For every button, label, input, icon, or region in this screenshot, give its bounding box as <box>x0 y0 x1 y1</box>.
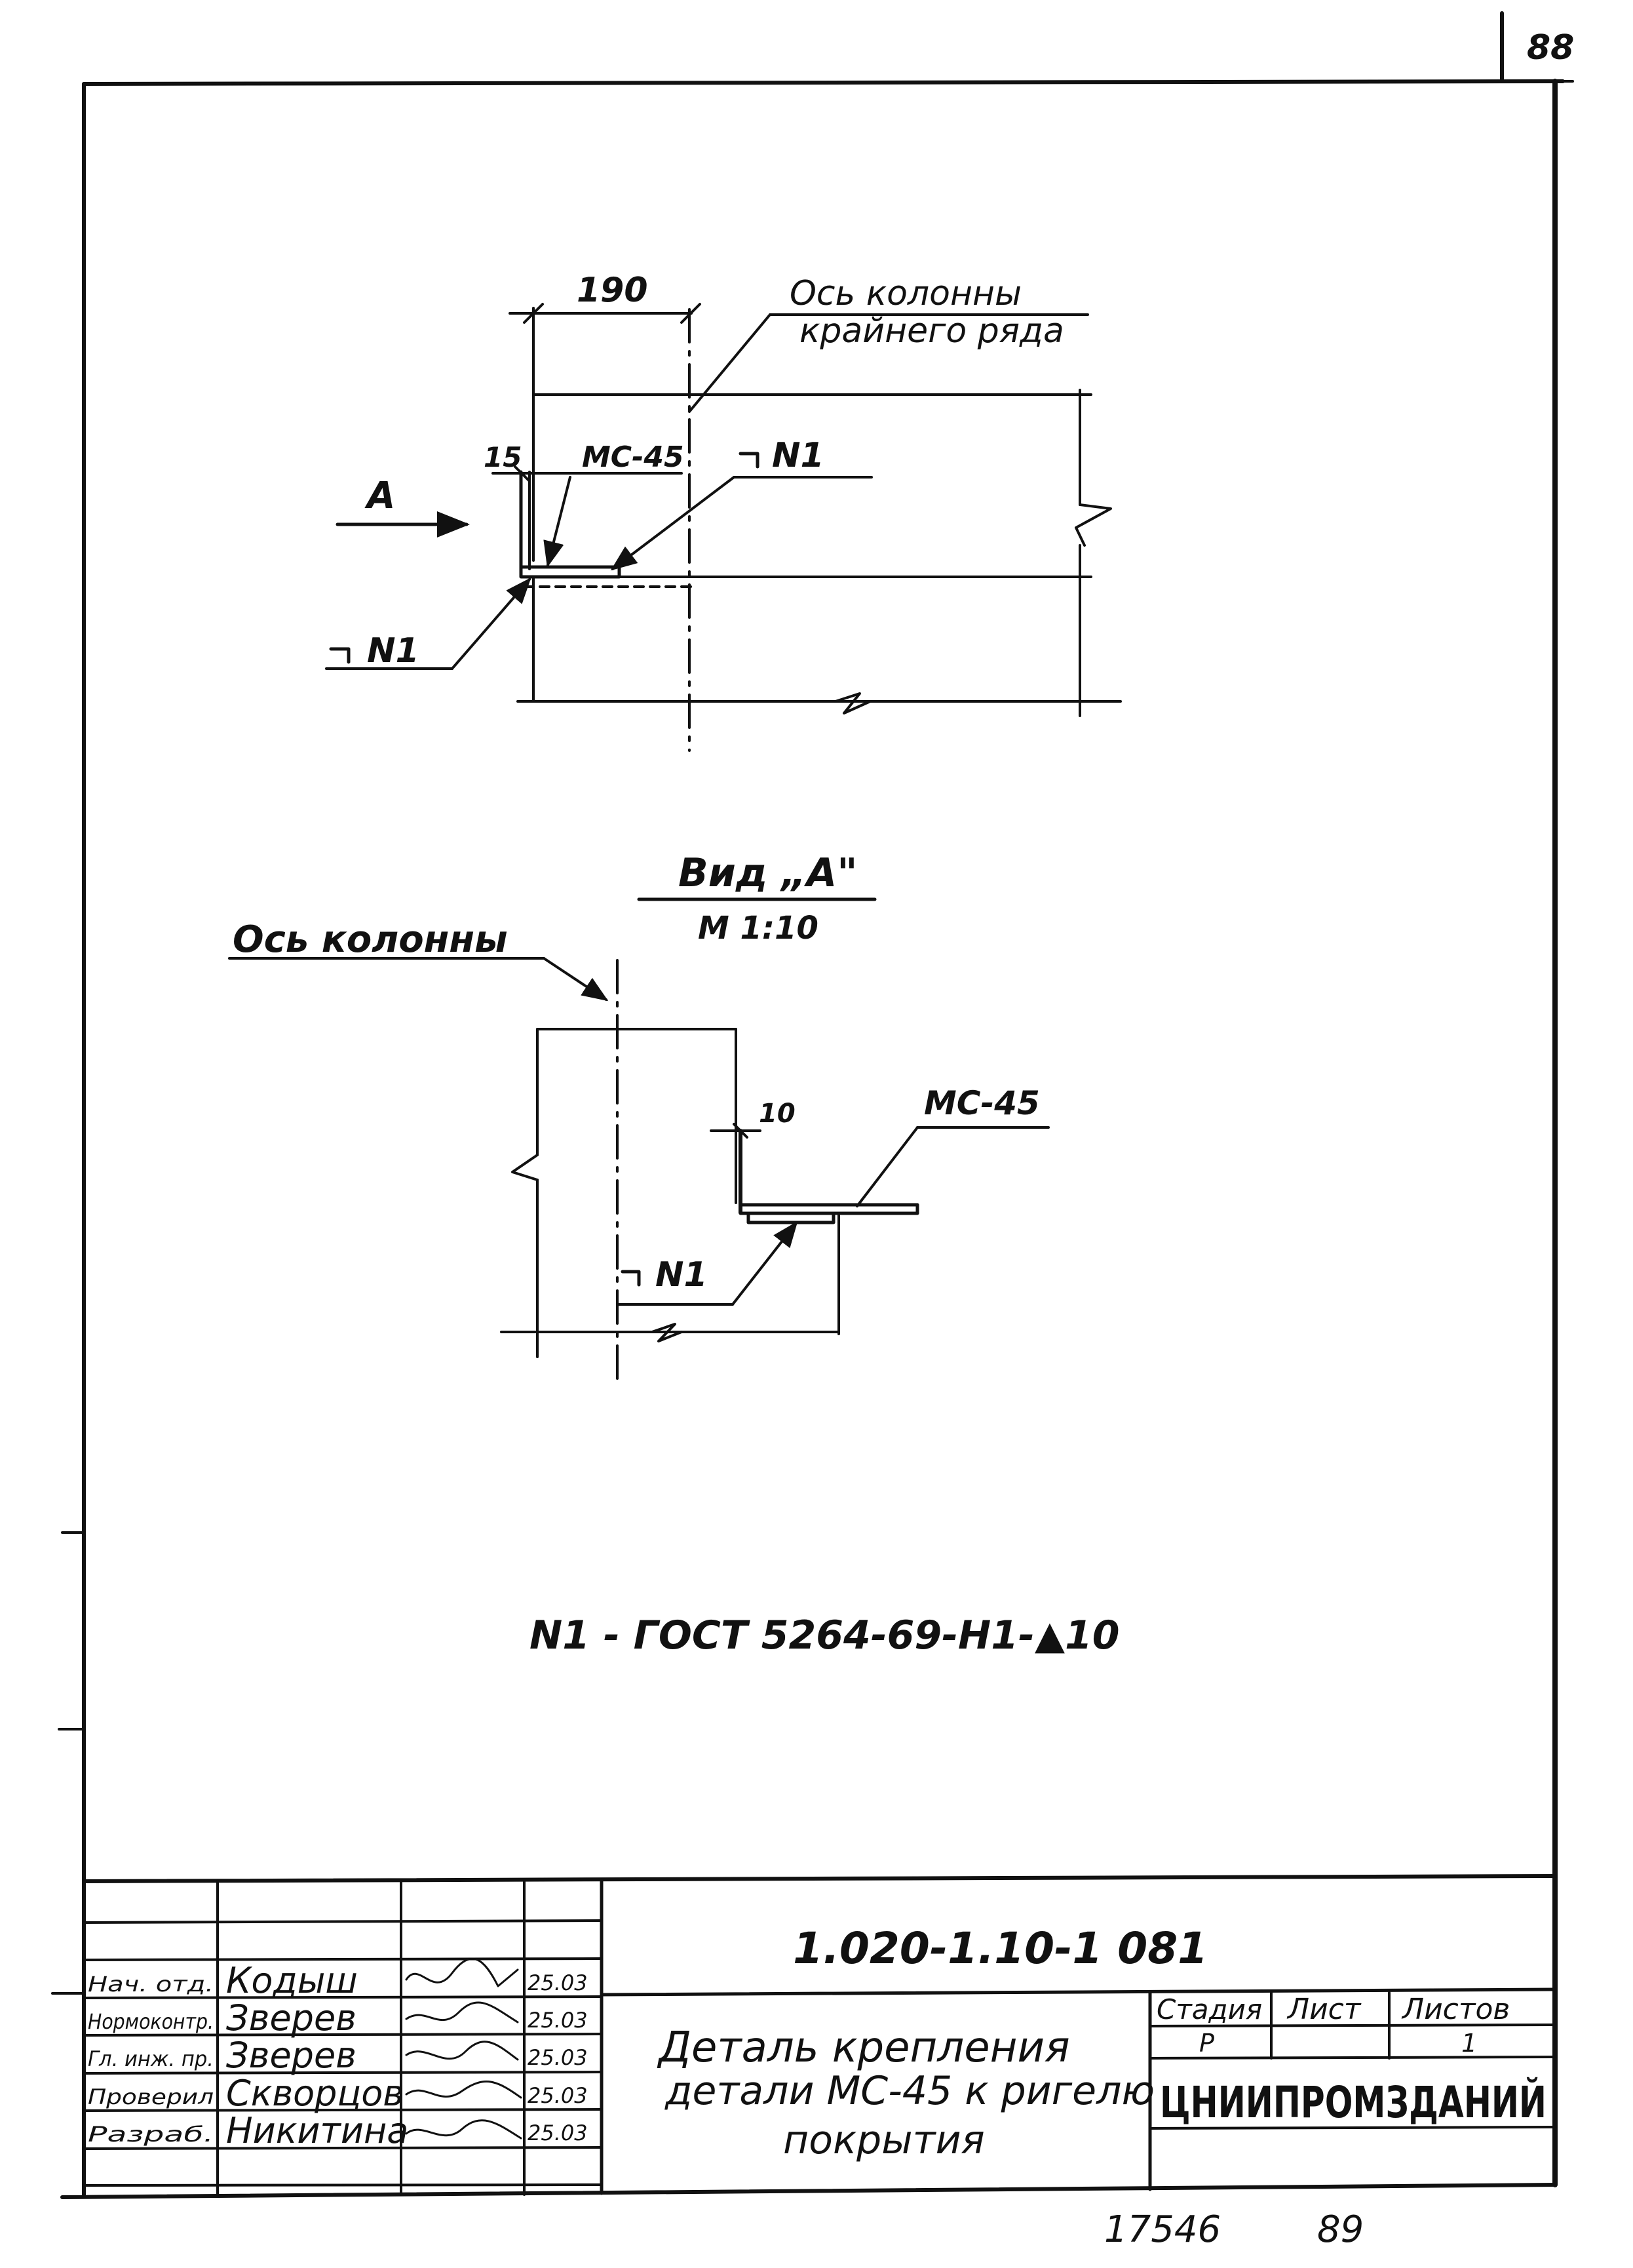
signer-date: 25.03 <box>528 2008 588 2033</box>
plan-axis-label-line2: крайнего ряда <box>799 311 1064 351</box>
section-title: Вид „А" <box>678 850 857 896</box>
signer-row: Нормоконтр. Зверев 25.03 <box>88 1997 588 2039</box>
signer-role: Гл. инж. пр. <box>88 2046 214 2071</box>
signer-role: Нач. отд. <box>88 1972 214 1997</box>
drawing-title-line1: Деталь крепления <box>657 2024 1070 2072</box>
signature-scribble <box>405 1957 519 1987</box>
stage-value: Р <box>1199 2029 1214 2058</box>
signer-date: 25.03 <box>528 2121 588 2145</box>
drawing-title-line2: детали МС-45 к ригелю <box>664 2068 1155 2114</box>
signer-name: Зверев <box>226 1997 356 2039</box>
plan-part-label: МС-45 <box>582 440 684 474</box>
sheet-frame <box>51 11 1574 2199</box>
section-angle-label: N1 <box>621 1255 708 1295</box>
signer-date: 25.03 <box>528 1970 588 1995</box>
plan-dim-width: 190 <box>577 271 648 310</box>
signer-row: Разраб. Никитина 25.03 <box>88 2110 588 2151</box>
signer-row: Проверил Скворцов 25.03 <box>88 2073 588 2114</box>
section-angle-text: N1 <box>655 1255 708 1295</box>
section-view <box>228 957 1050 1384</box>
signer-name: Зверев <box>226 2035 356 2076</box>
signer-role: Разраб. <box>88 2122 214 2147</box>
signer-name: Скворцов <box>226 2073 404 2114</box>
plan-axis-label-line1: Ось колонны <box>790 274 1022 313</box>
plan-view-arrow-label: А <box>364 475 395 517</box>
plan-angle-text-top: N1 <box>772 436 824 475</box>
signer-date: 25.03 <box>528 2045 588 2070</box>
plan-angle-text-left: N1 <box>367 631 419 671</box>
plan-angle-label-top: N1 <box>739 436 824 475</box>
stage-header: Стадия <box>1157 1993 1262 2025</box>
signer-row: Нач. отд. Кодыш 25.03 <box>88 1957 588 2001</box>
section-part-label: МС-45 <box>924 1084 1040 1122</box>
signature-scribble <box>405 2001 519 2024</box>
signer-name: Кодыш <box>226 1960 358 2001</box>
signer-name: Никитина <box>226 2110 408 2151</box>
signature-scribble <box>405 2081 522 2099</box>
signer-row: Гл. инж. пр. Зверев 25.03 <box>88 2035 588 2076</box>
signature-scribble <box>405 2041 519 2061</box>
sheets-value: 1 <box>1461 2029 1477 2058</box>
drawing-title-line3: покрытия <box>783 2117 985 2163</box>
organization-name: ЦНИИПРОМЗДАНИЙ <box>1160 2077 1547 2128</box>
title-block-grid <box>82 1874 1557 2196</box>
sheet-header: Лист <box>1286 1993 1362 2026</box>
section-scale: М 1:10 <box>698 910 818 947</box>
section-dim-gap: 10 <box>759 1099 796 1129</box>
plan-view <box>325 303 1122 752</box>
signer-date: 25.03 <box>528 2083 588 2108</box>
corner-sheet-number: 88 <box>1527 28 1574 68</box>
sheets-header: Листов <box>1401 1993 1510 2026</box>
signer-role: Нормоконтр. <box>88 2009 214 2034</box>
plan-dim-gap: 15 <box>484 441 522 473</box>
page-number: 89 <box>1317 2208 1364 2251</box>
document-code: 1.020-1.10-1 081 <box>793 1923 1208 1974</box>
section-axis-label: Ось колонны <box>233 918 508 961</box>
archive-number: 17546 <box>1104 2208 1221 2251</box>
weld-spec-note: N1 - ГОСТ 5264-69-Н1-▲10 <box>529 1613 1120 1658</box>
signature-scribble <box>405 2119 522 2140</box>
signer-role: Проверил <box>88 2084 214 2109</box>
plan-angle-label-left: N1 <box>329 631 419 671</box>
